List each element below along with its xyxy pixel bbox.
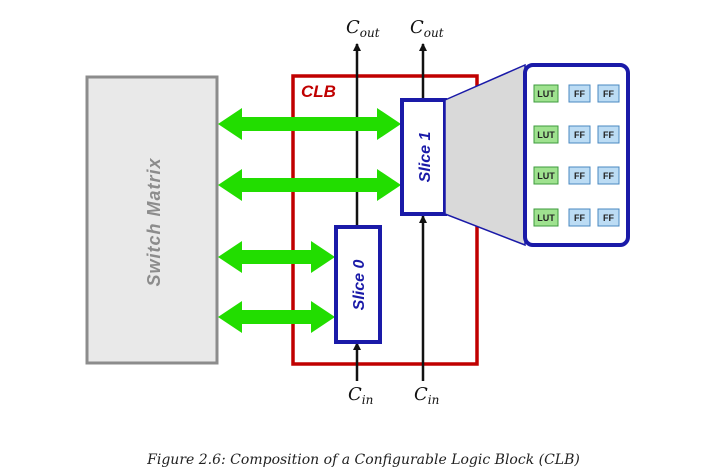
slice-zoom-projection: [444, 63, 526, 247]
lut-cell: [533, 125, 559, 144]
slice-detail-box: [523, 63, 630, 247]
ff-cell-label: FF: [574, 171, 585, 181]
ff-cell: [597, 125, 620, 144]
ff-cell-label: FF: [574, 213, 585, 223]
lut-cell: [533, 84, 559, 103]
ff-cell-label: FF: [574, 130, 585, 140]
lut-cell-label: LUT: [537, 171, 555, 181]
switch-matrix: [85, 75, 219, 365]
carry-in-label-slice1: Cin: [414, 384, 439, 407]
ff-cell: [568, 84, 591, 103]
interconnect-arrow-4: [218, 301, 335, 333]
ff-cell-label: FF: [603, 89, 614, 99]
figure-caption: Figure 2.6: Composition of a Configurabl…: [147, 452, 580, 468]
carry-out-label-slice1: Cout: [410, 17, 444, 40]
interconnect-arrow-3: [218, 241, 335, 273]
ff-cell: [568, 208, 591, 227]
interconnect-arrow-2: [218, 169, 401, 201]
ff-cell: [597, 166, 620, 185]
switch-matrix-label: Switch Matrix: [144, 157, 164, 286]
ff-cell: [597, 84, 620, 103]
ff-cell: [568, 125, 591, 144]
interconnect-arrow-1: [218, 108, 401, 140]
lut-cell-label: LUT: [537, 130, 555, 140]
lut-cell-label: LUT: [537, 89, 555, 99]
ff-cell-label: FF: [603, 213, 614, 223]
ff-cell: [568, 166, 591, 185]
carry-out-label-slice0: Cout: [346, 17, 380, 40]
ff-cell-label: FF: [603, 171, 614, 181]
slice-0-label: Slice 0: [351, 260, 368, 311]
slice-1-label: Slice 1: [417, 132, 434, 183]
lut-cell-label: LUT: [537, 213, 555, 223]
slice-0: [334, 225, 382, 344]
ff-cell-label: FF: [574, 89, 585, 99]
clb-diagram: Switch Matrix CLB Slice 0 Slice 1 LUT FF…: [85, 17, 630, 407]
clb-label: CLB: [301, 82, 336, 101]
ff-cell: [597, 208, 620, 227]
lut-cell: [533, 166, 559, 185]
ff-cell-label: FF: [603, 130, 614, 140]
lut-cell: [533, 208, 559, 227]
carry-in-label-slice0: Cin: [348, 384, 373, 407]
